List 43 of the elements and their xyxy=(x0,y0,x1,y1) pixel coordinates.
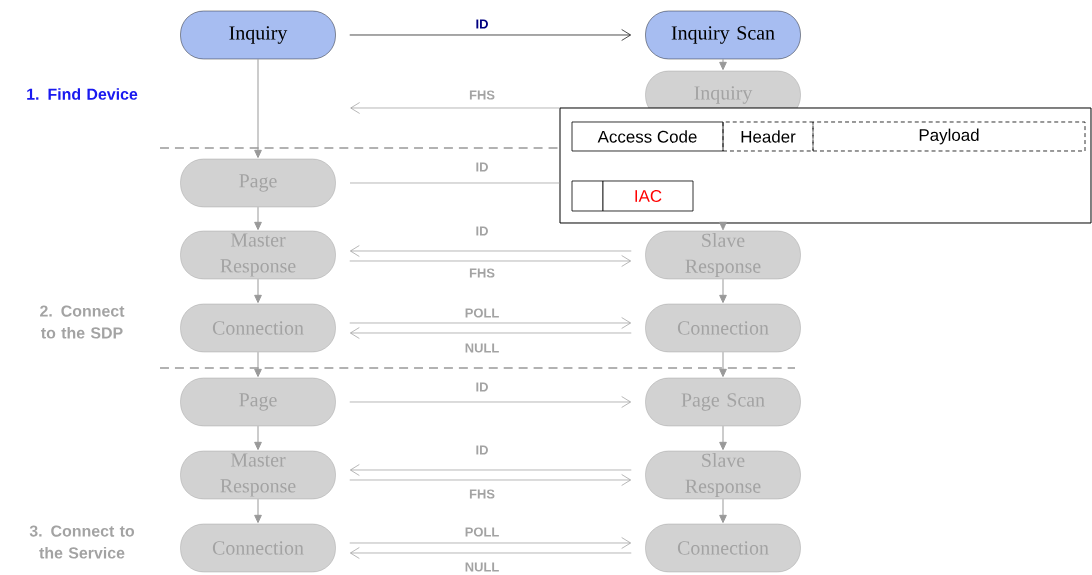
edge-label: NULL xyxy=(465,562,499,572)
edge-label: ID xyxy=(476,162,488,172)
arrow xyxy=(349,255,631,267)
edge-label: ID xyxy=(476,382,488,392)
packet-field: Payload xyxy=(812,121,1086,152)
arrow xyxy=(349,474,631,486)
state-box: Inquiry xyxy=(180,10,336,60)
arrow xyxy=(254,58,262,159)
arrow xyxy=(254,351,262,378)
edge-label: FHS xyxy=(469,90,495,100)
arrow xyxy=(350,245,632,257)
arrow xyxy=(349,317,631,329)
arrow xyxy=(350,547,632,559)
arrow xyxy=(719,221,727,231)
arrow xyxy=(254,498,262,524)
arrow xyxy=(719,278,727,304)
arrow xyxy=(349,537,631,549)
arrow xyxy=(350,327,632,339)
arrow xyxy=(719,498,727,524)
edge-label: FHS xyxy=(469,268,495,278)
edge-label: POLL xyxy=(465,527,499,537)
state-box: Inquiry Scan xyxy=(645,10,801,60)
arrow xyxy=(254,425,262,451)
step-label: 1. Find Device xyxy=(27,88,138,100)
arrow xyxy=(719,58,727,71)
edge-label: ID xyxy=(476,19,488,29)
arrow xyxy=(349,29,631,41)
arrow xyxy=(350,464,632,476)
edge-label: NULL xyxy=(465,343,499,353)
arrow xyxy=(254,278,262,304)
edge-label: ID xyxy=(476,226,488,236)
arrow xyxy=(349,396,631,408)
arrow xyxy=(254,206,262,231)
edge-label: FHS xyxy=(469,489,495,499)
step-label: 3. Connect to the Service xyxy=(29,525,135,559)
edge-label: POLL xyxy=(465,308,499,318)
arrow xyxy=(719,425,727,451)
packet-field: Header xyxy=(722,121,814,152)
packet-field: Access Code xyxy=(571,121,724,152)
step-label: 2. Connect to the SDP xyxy=(40,305,125,339)
arrow xyxy=(719,351,727,378)
edge-label: ID xyxy=(476,445,488,455)
arrow xyxy=(350,102,561,114)
